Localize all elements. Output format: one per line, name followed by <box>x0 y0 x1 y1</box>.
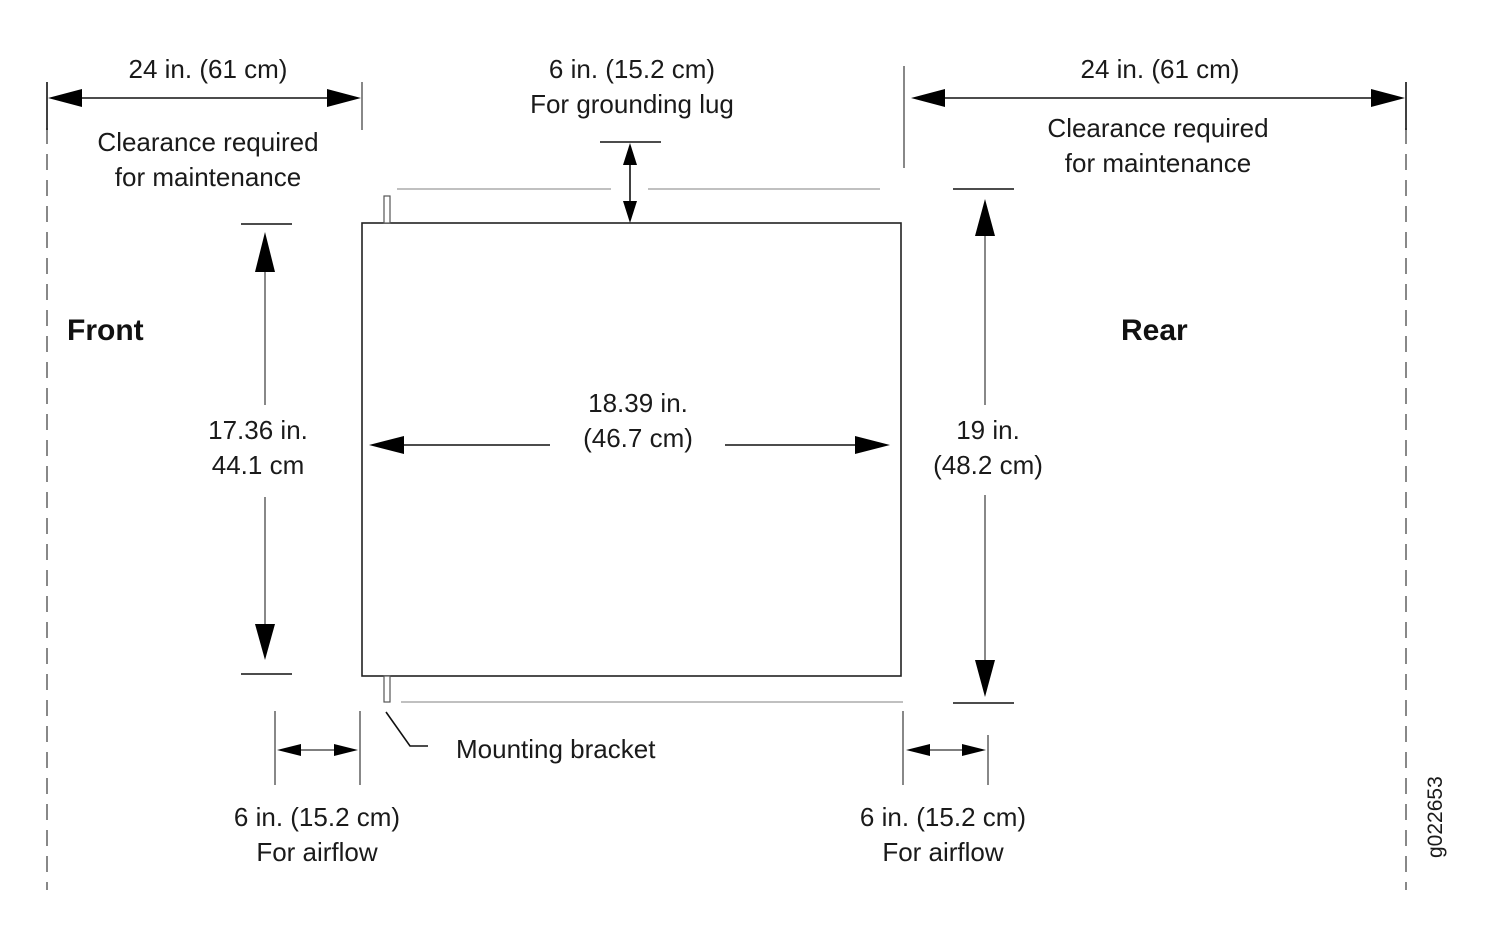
rear-airflow-dimension-label: 6 in. (15.2 cm) <box>860 802 1026 832</box>
mounting-bracket-top <box>383 195 391 224</box>
arrow-left-icon <box>369 436 404 454</box>
top-clearance-dimension <box>600 141 661 223</box>
arrow-up-icon <box>975 199 995 236</box>
rack-width-label-in: 19 in. <box>956 415 1020 445</box>
rack-width-label-cm: (48.2 cm) <box>933 450 1043 480</box>
arrow-right-icon <box>327 89 361 107</box>
chassis-width-label-cm: (46.7 cm) <box>583 423 693 453</box>
rear-airflow-dimension <box>902 711 989 785</box>
arrow-left-icon <box>911 89 945 107</box>
chassis-width-dimension <box>369 436 890 454</box>
rear-label: Rear <box>1121 314 1188 347</box>
front-clearance-dimension <box>46 82 363 130</box>
rack-width-dimension <box>953 188 1014 704</box>
arrow-right-icon <box>962 744 986 756</box>
mounting-bracket-bottom <box>383 675 391 703</box>
mounting-bracket-label: Mounting bracket <box>456 734 656 764</box>
front-label: Front <box>67 314 144 347</box>
figure-id: g022653 <box>1424 776 1447 858</box>
arrow-right-icon <box>1371 89 1405 107</box>
arrow-left-icon <box>48 89 82 107</box>
chassis-depth-label-in: 17.36 in. <box>208 415 308 445</box>
top-clearance-dimension-label: 6 in. (15.2 cm) <box>549 54 715 84</box>
arrow-right-icon <box>334 744 358 756</box>
arrow-up-icon <box>255 232 275 272</box>
chassis-depth-label-cm: 44.1 cm <box>212 450 305 480</box>
arrow-down-icon <box>623 201 637 223</box>
front-airflow-dimension-label: 6 in. (15.2 cm) <box>234 802 400 832</box>
mounting-bracket-leader-line <box>385 711 428 747</box>
top-clearance-note: For grounding lug <box>530 89 734 119</box>
front-airflow-dimension <box>274 711 361 785</box>
arrow-down-icon <box>255 624 275 660</box>
rear-clearance-note-2: for maintenance <box>1065 148 1251 178</box>
arrow-right-icon <box>855 436 890 454</box>
chassis-depth-dimension <box>241 223 292 675</box>
rear-clearance-dimension <box>903 66 1407 168</box>
chassis-outline <box>361 222 902 677</box>
arrow-up-icon <box>623 143 637 165</box>
arrow-left-icon <box>277 744 301 756</box>
front-clearance-note-1: Clearance required <box>97 127 318 157</box>
chassis-width-label-in: 18.39 in. <box>588 388 688 418</box>
rear-clearance-note-1: Clearance required <box>1047 113 1268 143</box>
rear-airflow-note: For airflow <box>882 837 1004 867</box>
arrow-down-icon <box>975 660 995 697</box>
front-clearance-note-2: for maintenance <box>115 162 301 192</box>
front-airflow-note: For airflow <box>256 837 378 867</box>
rear-clearance-dimension-label: 24 in. (61 cm) <box>1081 54 1240 84</box>
arrow-left-icon <box>906 744 930 756</box>
front-clearance-dimension-label: 24 in. (61 cm) <box>129 54 288 84</box>
